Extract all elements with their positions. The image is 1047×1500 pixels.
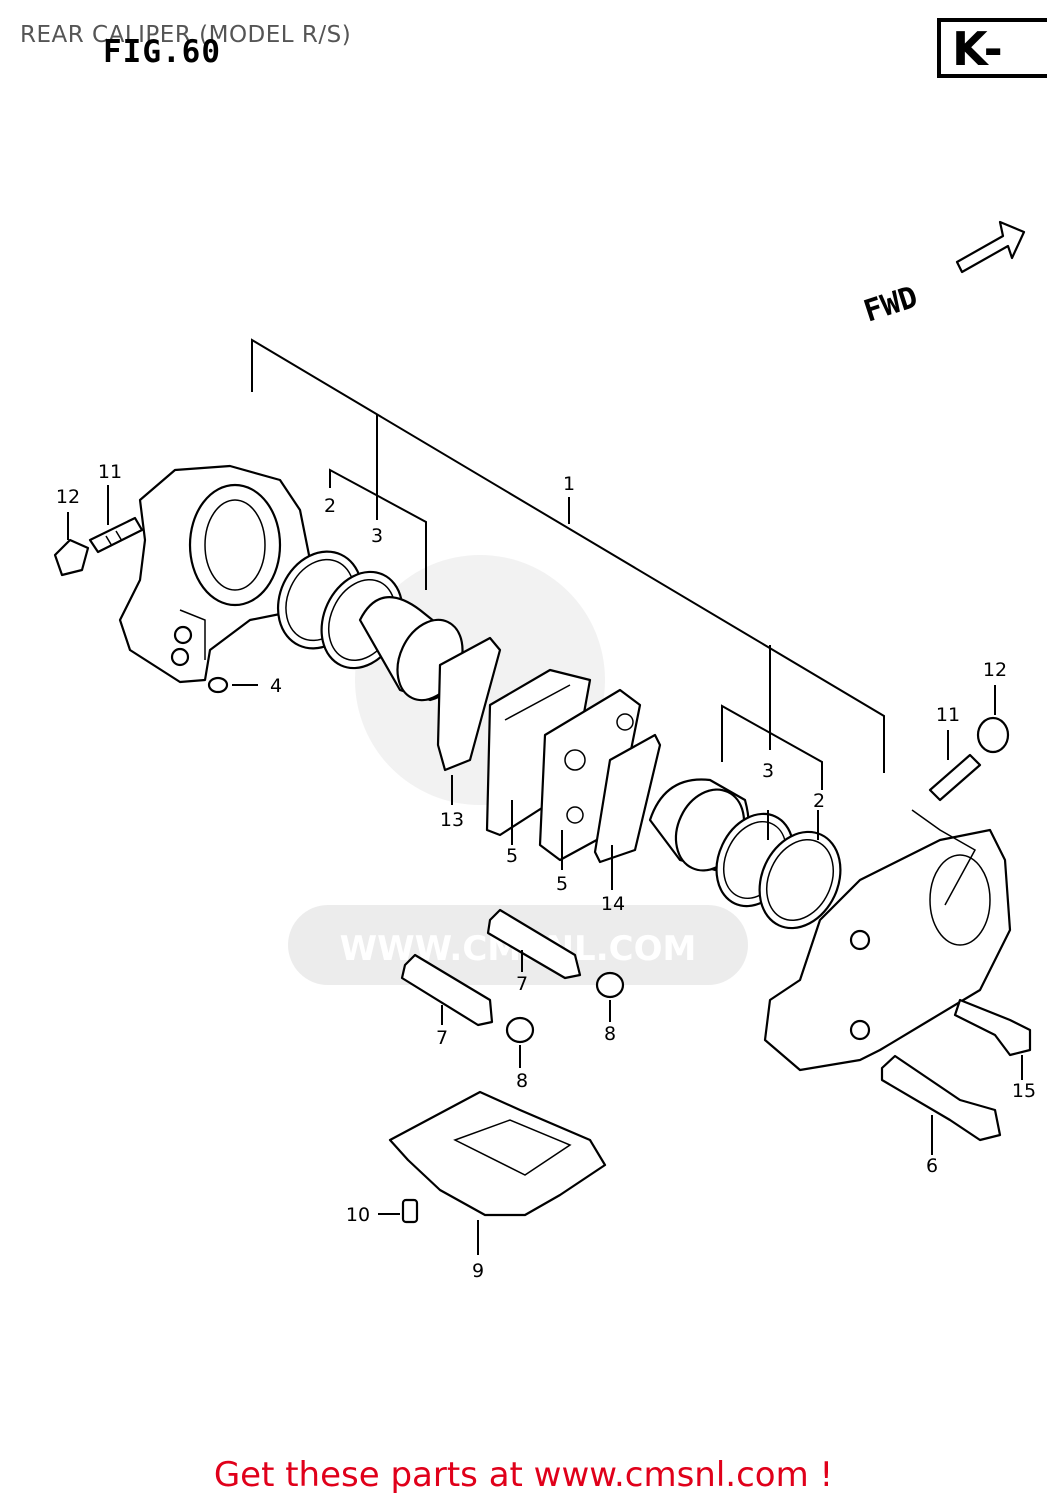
callout-3a: 3: [371, 525, 383, 547]
bleeder-screw-right: [911, 730, 982, 906]
callout-10: 10: [346, 1204, 370, 1226]
callout-12b: 12: [983, 659, 1007, 681]
caliper-bolt-upper: [953, 998, 1032, 1080]
callout-12a: 12: [56, 486, 80, 508]
pad-shim-left: [436, 636, 502, 805]
callout-6: 6: [926, 1155, 938, 1177]
caliper-guard-plate: [388, 1090, 607, 1255]
slide-pin-lower: [400, 953, 494, 1027]
callout-13: 13: [440, 809, 464, 831]
guard-screw: [378, 1198, 419, 1224]
fwd-label: FWD: [860, 280, 922, 330]
callout-8a: 8: [604, 1023, 616, 1045]
bleeder-cap-right: [976, 685, 1010, 754]
section-code-box: [937, 18, 1047, 78]
callout-8b: 8: [516, 1070, 528, 1092]
callout-15: 15: [1012, 1080, 1036, 1102]
callout-5a: 5: [506, 845, 518, 867]
callout-7a: 7: [516, 973, 528, 995]
sleeve-lower: [505, 1016, 535, 1068]
callout-2a: 2: [324, 495, 336, 517]
caliper-body-left: [118, 464, 312, 684]
page-title: REAR CALIPER (MODEL R/S): [20, 22, 352, 48]
callout-11a: 11: [98, 461, 122, 483]
caliper-body-right: [763, 828, 1012, 1072]
bleeder-screw-left: [88, 485, 144, 554]
callout-4: 4: [270, 675, 282, 697]
section-code: K-: [952, 22, 1003, 76]
assembly-bracket: [251, 338, 885, 790]
slide-pin-upper: [486, 908, 582, 980]
callout-14: 14: [601, 893, 625, 915]
shop-link[interactable]: Get these parts at www.cmsnl.com !: [213, 1455, 834, 1495]
callout-1: 1: [563, 473, 575, 495]
sleeve-upper: [595, 971, 625, 1022]
callout-2b: 2: [813, 790, 825, 812]
forward-arrow-icon: [955, 220, 1026, 274]
pad-shim-right: [593, 733, 662, 890]
bleeder-cap-left: [53, 512, 90, 577]
callout-7b: 7: [436, 1027, 448, 1049]
piston-seal-right: [758, 810, 842, 930]
callout-3b: 3: [762, 760, 774, 782]
caliper-bolt-lower: [880, 1054, 1002, 1155]
callout-9: 9: [472, 1260, 484, 1282]
figure-label: FIG.60: [103, 34, 221, 70]
callout-5b: 5: [556, 873, 568, 895]
callout-11b: 11: [936, 704, 960, 726]
washer: [207, 676, 258, 694]
